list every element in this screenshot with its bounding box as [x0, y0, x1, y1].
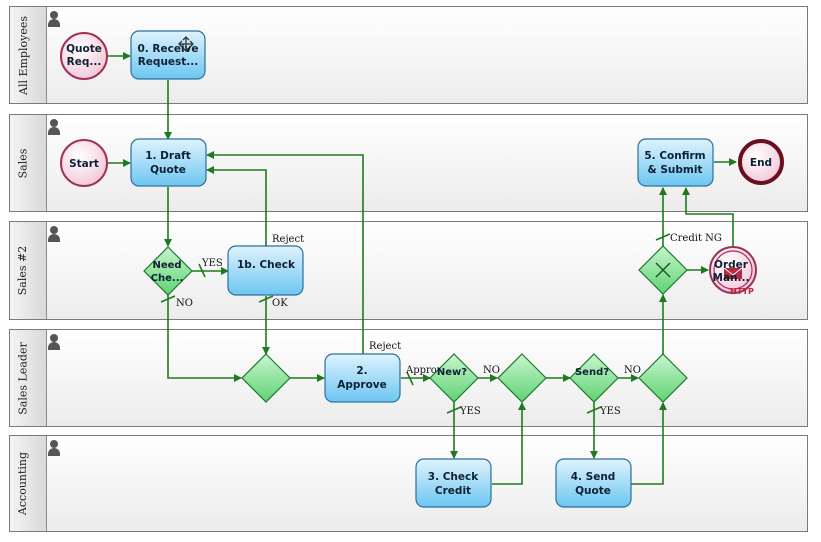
edge-label-no: NO [176, 298, 193, 309]
edge-label-credit-ng: Credit NG [670, 233, 722, 244]
flow-sendquote-to-merge [631, 402, 667, 485]
task-draft-quote[interactable]: 1. Draft Quote [130, 138, 207, 187]
node-label: Order [714, 259, 749, 271]
edge-label-no: NO [624, 365, 641, 376]
lane-header: Sales [10, 115, 47, 211]
event-end[interactable]: End [738, 139, 784, 185]
gateway-new[interactable]: New? [429, 353, 479, 403]
node-label: Man... [713, 272, 750, 284]
edge-label-yes: YES [201, 258, 223, 269]
edge-label-no: NO [483, 365, 500, 376]
node-label: Quote [575, 485, 611, 497]
gateway-merge-approve[interactable] [241, 353, 291, 403]
node-label: Quote [66, 43, 102, 55]
flow-credit-to-merge [492, 402, 526, 485]
node-label: 1. Draft [145, 150, 191, 162]
node-label: Req... [67, 56, 102, 68]
x-icon [655, 262, 671, 278]
person-icon [48, 119, 60, 135]
node-label: 0. Receive [137, 43, 198, 55]
lane-header: All Employees [10, 7, 47, 103]
node-label: New? [437, 367, 467, 378]
flow-order-credit-ng [682, 187, 734, 246]
node-label: 5. Confirm [644, 150, 705, 162]
node-label: Request... [138, 56, 199, 68]
lane-header: Sales #2 [10, 222, 47, 319]
person-icon [48, 440, 60, 456]
event-quote-request[interactable]: Quote Req... [60, 32, 108, 80]
task-receive-request[interactable]: 0. Receive Request... [130, 30, 206, 80]
task-confirm-submit[interactable]: 5. Confirm & Submit [637, 138, 714, 187]
gateway-merge-credit[interactable] [497, 353, 547, 403]
node-label: Send? [575, 367, 609, 378]
lane-header: Sales Leader [10, 330, 47, 426]
edge-label-yes: YES [459, 406, 481, 417]
node-label: 1b. Check [237, 259, 296, 271]
gateway-send[interactable]: Send? [569, 353, 619, 403]
gateway-merge-send[interactable] [638, 353, 688, 403]
event-start[interactable]: Start [60, 139, 108, 187]
task-1b-check[interactable]: 1b. Check [227, 245, 304, 296]
node-label: Start [69, 158, 99, 170]
gateway-xor-credit[interactable] [638, 245, 688, 295]
task-check-credit[interactable]: 3. Check Credit [415, 458, 492, 508]
edge-label-reject: Reject [369, 341, 401, 352]
move-cursor-icon [178, 36, 194, 52]
person-icon [48, 334, 60, 350]
person-icon [48, 226, 60, 242]
node-label: Quote [150, 164, 186, 176]
task-send-quote[interactable]: 4. Send Quote [555, 458, 632, 508]
node-label: 2. [356, 365, 367, 377]
node-label: Che... [151, 273, 184, 284]
gateway-need-check[interactable]: Need Che... [143, 246, 193, 296]
edge-labels: YES NO Reject OK Reject Approve NO YES N… [176, 233, 722, 417]
flow-approve-reject [206, 151, 364, 354]
person-icon [48, 11, 60, 27]
event-order-management[interactable]: Order Man... HTTP [709, 246, 757, 296]
edge-label-reject: Reject [272, 234, 304, 245]
node-label: 4. Send [571, 471, 616, 483]
flows [108, 52, 737, 485]
edge-label-approve: Approve [405, 365, 448, 376]
task-approve[interactable]: 2. Approve [324, 353, 401, 403]
node-label: Approve [337, 379, 387, 391]
node-label: & Submit [648, 164, 703, 176]
node-label: End [750, 157, 772, 169]
envelope-icon [723, 267, 743, 279]
edge-label-yes: YES [599, 406, 621, 417]
flow-1bcheck-reject [206, 166, 267, 246]
node-label: Credit [435, 485, 471, 497]
condition-marks [160, 233, 671, 414]
node-label: 3. Check [428, 471, 479, 483]
http-badge: HTTP [730, 287, 754, 296]
lane-header: Accounting [10, 436, 47, 531]
lane-accounting: Accounting [9, 435, 808, 532]
node-label: Need [152, 260, 181, 271]
flow-needcheck-no [167, 295, 242, 382]
edge-label-ok: OK [272, 298, 288, 309]
